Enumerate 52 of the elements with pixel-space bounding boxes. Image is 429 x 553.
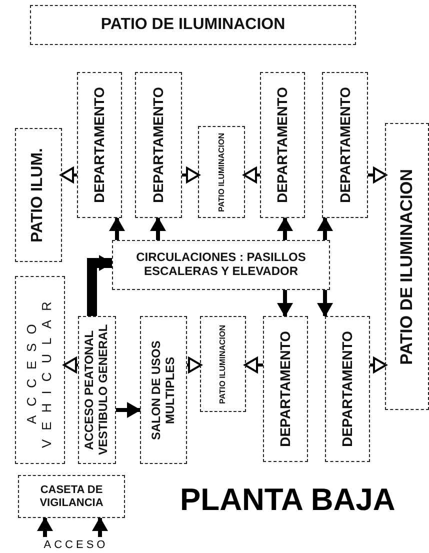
room-label: PATIO DE ILUMINACION (397, 168, 417, 364)
light-well-box (385, 123, 429, 410)
arrow (182, 167, 200, 183)
hall-box (140, 316, 187, 464)
vehicle-access-box (15, 276, 65, 464)
arrow (116, 402, 141, 418)
light-well-box (200, 316, 246, 412)
arrow (187, 357, 202, 373)
arrow (370, 357, 387, 373)
room-label: DEPARTAMENTO (150, 87, 167, 203)
room-label: SALON DE USOS MULTIPLES (150, 339, 178, 442)
room-label: DEPARTAMENTO (339, 331, 356, 447)
apartment-box (135, 72, 182, 218)
arrow (92, 517, 108, 537)
arrow (317, 290, 333, 317)
room-label: PATIO DE ILUMINACION (100, 16, 286, 34)
arrow (317, 217, 333, 240)
lobby-box (78, 316, 116, 464)
arrow (60, 167, 77, 183)
room-label: PATIO ILUM. (29, 148, 48, 242)
light-well-box (15, 128, 62, 262)
arrow (277, 217, 293, 240)
room-label: PATIO ILUMINACION (216, 132, 226, 212)
guard-booth-box (18, 475, 125, 518)
arrow (150, 217, 166, 240)
access-label: ACCESO (36, 537, 116, 553)
light-well-box (198, 126, 245, 218)
room-label: PATIO ILUMINACION (218, 324, 228, 404)
light-well-box (30, 5, 356, 45)
room-label: DEPARTAMENTO (277, 331, 294, 447)
room-label: DEPARTAMENTO (274, 87, 291, 203)
arrow (368, 167, 387, 183)
room-label: DEPARTAMENTO (336, 87, 354, 203)
arrow (244, 357, 263, 373)
room-label: CASETA DE VIGILANCIA (38, 484, 104, 510)
apartment-box (325, 316, 370, 462)
arrow (37, 517, 53, 537)
arrow (243, 167, 260, 183)
arrow (87, 255, 113, 316)
arrow (63, 357, 78, 373)
arrow (277, 290, 293, 317)
plan-title: PLANTA BAJA (180, 482, 396, 518)
apartment-box (77, 72, 122, 218)
room-label: DEPARTAMENTO (91, 87, 108, 203)
apartment-box (260, 72, 305, 218)
apartment-box (322, 72, 368, 218)
room-label: CIRCULACIONES : PASILLOS ESCALERAS Y ELEVADOR (135, 251, 307, 279)
arrow (109, 217, 125, 240)
room-label: ACCESO VEHICULAR (25, 291, 55, 450)
room-label: ACCESO PEATONAL VESTIBULO GENERAL (83, 324, 111, 458)
apartment-box (263, 316, 308, 462)
circulation-box (112, 240, 330, 290)
